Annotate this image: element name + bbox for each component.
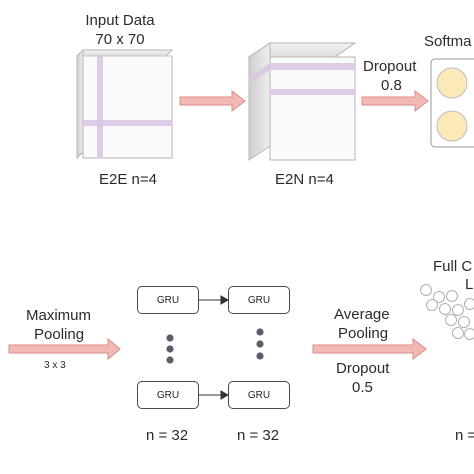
gru-cell-top-left: GRU [137,286,199,314]
fc-label-line1: Full C [433,258,473,275]
gru-ellipsis-dots [166,328,264,364]
max-pooling-line2: Pooling [34,326,85,343]
arrow-input-to-e2n [179,89,246,113]
e2e-layer-label: E2E n=4 [99,171,157,188]
gru-cell-top-right: GRU [228,286,290,314]
avg-pooling-line2: Pooling [338,325,389,342]
gru-cell-bottom-right: GRU [228,381,290,409]
dropout-top-value: 0.8 [381,77,402,94]
arrow-maxpool-to-gru [8,337,121,361]
fc-count: n = [455,427,474,444]
softmax-label: Softma [424,33,472,50]
gru-right-count: n = 32 [237,427,280,444]
max-pooling-line1: Maximum [26,307,92,324]
avg-pooling-line1: Average [334,306,390,323]
dropout-bottom-label: Dropout [336,360,390,377]
fc-neurons [420,284,474,340]
gru-left-count: n = 32 [146,427,189,444]
input-size: 70 x 70 [95,31,145,48]
input-cube [75,48,174,160]
e2n-cube [247,42,357,161]
e2n-layer-label: E2N n=4 [275,171,334,188]
dropout-bottom-value: 0.5 [352,379,373,396]
gru-arrows [199,295,230,400]
fc-label-line2: L [465,276,474,293]
gru-cell-bottom-left: GRU [137,381,199,409]
dropout-top-label: Dropout [363,58,417,75]
arrow-gru-to-fc [312,337,427,361]
max-pooling-size: 3 x 3 [44,360,66,371]
softmax-layer [430,58,474,148]
input-title: Input Data [85,12,155,29]
arrow-e2n-to-softmax [361,89,429,113]
